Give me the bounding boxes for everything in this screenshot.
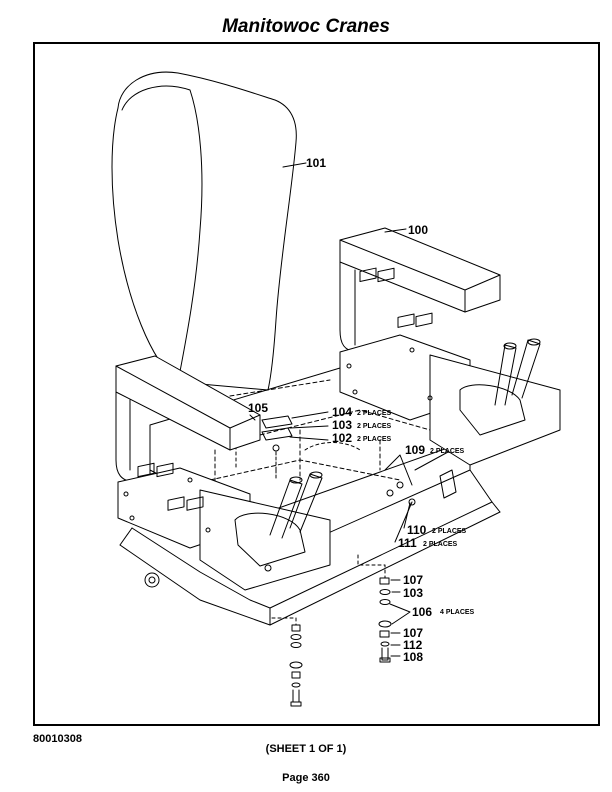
left-armrest bbox=[115, 355, 261, 483]
callout-110-note: 2 PLACES bbox=[432, 528, 467, 535]
callout-103: 103 bbox=[332, 418, 352, 432]
right-hardware-stack bbox=[357, 554, 392, 663]
callout-111-note: 2 PLACES bbox=[423, 541, 458, 548]
drawing-frame bbox=[33, 42, 600, 726]
bracket-hardware bbox=[386, 469, 457, 506]
page-title: Manitowoc Cranes bbox=[222, 16, 390, 37]
callout-labels: 101 100 105 104 2 PLACES 103 2 PLACES 10… bbox=[248, 156, 475, 664]
callout-102-note: 2 PLACES bbox=[357, 436, 392, 443]
callout-109: 109 bbox=[405, 443, 425, 457]
callout-109-note: 2 PLACES bbox=[430, 448, 465, 455]
callout-107-bottom: 107 bbox=[403, 626, 423, 640]
callout-103-note: 2 PLACES bbox=[357, 423, 392, 430]
callout-104-note: 2 PLACES bbox=[357, 410, 392, 417]
mount-knob bbox=[144, 572, 160, 588]
leader-lines bbox=[249, 162, 413, 657]
seat-back bbox=[111, 71, 297, 403]
callout-112: 112 bbox=[403, 638, 423, 652]
left-hardware-stack bbox=[269, 607, 303, 707]
callout-106-note: 4 PLACES bbox=[440, 609, 475, 616]
center-hardware bbox=[261, 415, 293, 479]
callout-107-top: 107 bbox=[403, 573, 423, 587]
right-control-pod bbox=[339, 267, 561, 466]
callout-110: 110 bbox=[407, 523, 427, 537]
callout-111: 111 bbox=[398, 536, 417, 550]
sheet-label: (SHEET 1 OF 1) bbox=[265, 743, 347, 755]
left-control-pod bbox=[117, 462, 331, 591]
callout-108: 108 bbox=[403, 650, 423, 664]
callout-106: 106 bbox=[412, 605, 432, 619]
callout-100: 100 bbox=[408, 223, 428, 237]
callout-104: 104 bbox=[332, 405, 352, 419]
callout-103-lower: 103 bbox=[403, 586, 423, 600]
callout-102: 102 bbox=[332, 431, 352, 445]
callout-101: 101 bbox=[306, 156, 326, 170]
right-armrest bbox=[339, 227, 501, 353]
callout-105: 105 bbox=[248, 401, 268, 415]
drawing-number: 80010308 bbox=[33, 733, 82, 745]
page-number: Page 360 bbox=[282, 772, 330, 784]
